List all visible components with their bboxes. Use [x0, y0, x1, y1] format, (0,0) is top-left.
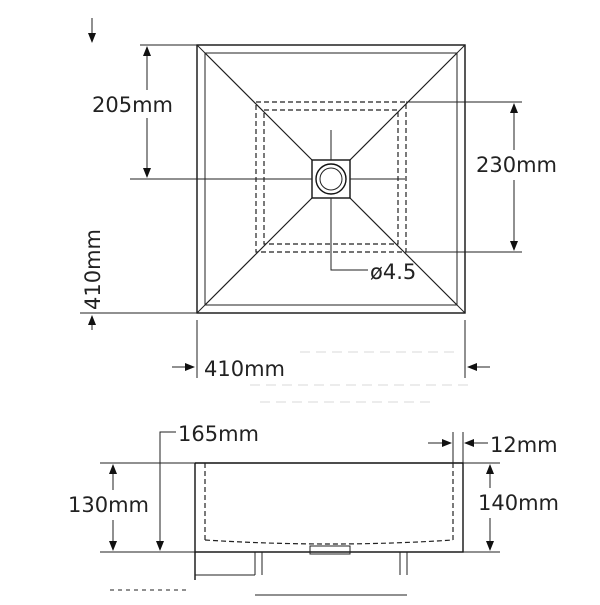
dim-165-label: 165mm — [178, 422, 259, 446]
dim-230-label: 230mm — [476, 153, 557, 177]
dim-140-label: 140mm — [478, 491, 559, 515]
dim-130-label: 130mm — [68, 493, 149, 517]
drain-icon — [315, 163, 347, 195]
dim-12-label: 12mm — [490, 433, 558, 457]
drain-pipe — [309, 545, 351, 555]
basin-bottom-dashed — [255, 101, 407, 253]
side-outer-outline — [194, 462, 464, 553]
dim-410-horizontal-label: 410mm — [204, 357, 285, 381]
top-view: 205mm 230mm 410mm 410mm ø4.5 — [80, 18, 568, 403]
side-view: 165mm 12mm 130mm 140mm — [66, 422, 566, 596]
basin-bottom-dashed-inner — [263, 109, 399, 245]
drain-square — [311, 159, 351, 199]
dim-205-label: 205mm — [92, 93, 173, 117]
dim-410-vertical-label: 410mm — [81, 229, 105, 310]
drain-diameter-label: ø4.5 — [370, 260, 416, 284]
